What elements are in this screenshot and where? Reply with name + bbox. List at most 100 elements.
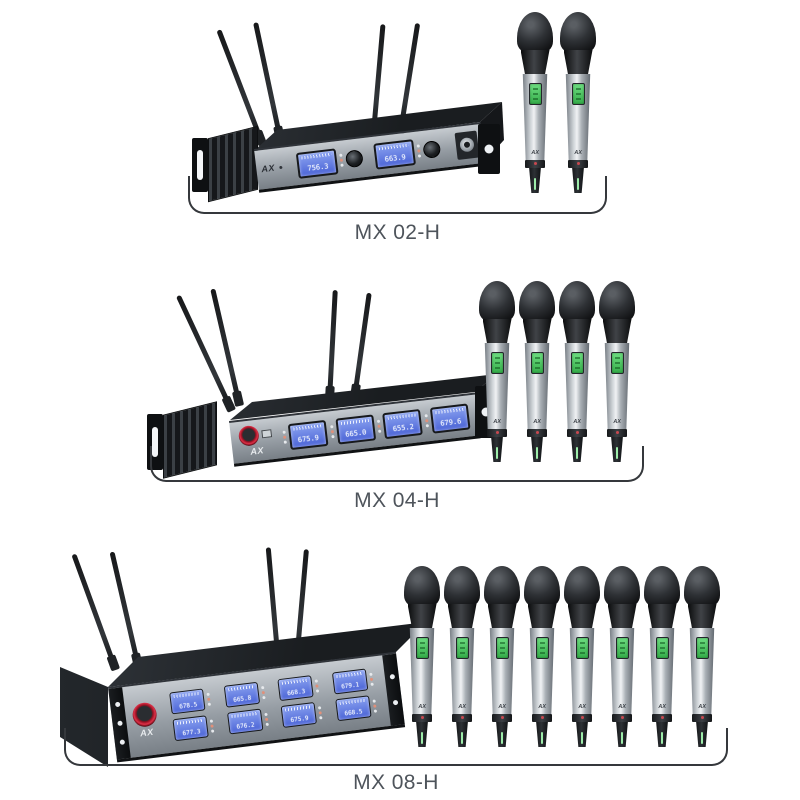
brand-logo: AX xyxy=(531,150,539,156)
mic-foam-head xyxy=(604,566,640,608)
brand-logo: AX xyxy=(533,419,541,425)
mic-foam-head xyxy=(564,566,600,608)
mount-hole xyxy=(389,674,395,680)
mic-body: AX xyxy=(409,628,435,714)
mic-foam-head xyxy=(559,281,595,323)
mic-base-ring xyxy=(612,714,632,722)
rack-ear-right xyxy=(478,124,500,174)
wireless-handheld-microphone: AX xyxy=(523,566,561,752)
wireless-handheld-microphone: AX xyxy=(683,566,721,752)
mic-foam-head xyxy=(599,281,635,323)
mic-collar xyxy=(407,604,437,629)
mic-lcd-screen xyxy=(528,83,542,105)
mic-lcd-screen xyxy=(655,637,669,659)
mic-tail-led xyxy=(571,437,583,462)
led-dot xyxy=(318,705,322,710)
antenna xyxy=(71,553,118,670)
channel-lcd-screen: 679.1 xyxy=(331,668,368,695)
mic-body: AX xyxy=(489,628,515,714)
wireless-handheld-microphone: AX xyxy=(603,566,641,752)
mic-foam-head xyxy=(524,566,560,608)
mic-tail-led xyxy=(496,722,508,747)
lcd-tick-marks xyxy=(335,671,362,679)
mic-body: AX xyxy=(449,628,475,714)
mic-collar xyxy=(562,319,592,344)
led-dot xyxy=(262,695,266,699)
mic-tail-led xyxy=(576,722,588,747)
channel-lcd-screen: 675.9 xyxy=(280,701,318,728)
mic-tail-led xyxy=(529,168,541,193)
frequency-readout: 678.5 xyxy=(178,701,198,711)
wireless-handheld-microphone: AX xyxy=(558,281,596,467)
channel-led-column xyxy=(260,685,266,699)
mic-body: AX xyxy=(689,628,715,714)
mic-tail-led xyxy=(456,722,468,747)
wireless-handheld-microphone: AX xyxy=(598,281,636,467)
led-dot xyxy=(210,723,215,728)
group-bracket xyxy=(188,176,607,214)
led-dot xyxy=(373,708,377,713)
mount-hole xyxy=(116,720,123,727)
mic-base-ring xyxy=(572,714,592,722)
mic-tail-led xyxy=(616,722,628,747)
mic-collar xyxy=(567,604,597,629)
receiver-channel-module: 668.5 xyxy=(334,695,377,722)
frequency-readout: 679.1 xyxy=(340,681,360,691)
mic-body: AX xyxy=(484,343,510,429)
group-bracket xyxy=(150,446,644,482)
led-dot xyxy=(315,688,320,693)
channel-led-column xyxy=(368,672,374,686)
mic-collar xyxy=(647,604,677,629)
led-dot xyxy=(261,690,265,694)
frequency-readout: 675.9 xyxy=(290,714,309,724)
led-dot xyxy=(206,692,211,696)
led-dot xyxy=(314,678,319,683)
mic-lcd-screen xyxy=(575,637,589,659)
led-dot xyxy=(265,722,269,726)
product-model-label: MX 04-H xyxy=(354,489,440,512)
mic-foam-head xyxy=(560,12,596,54)
mic-collar xyxy=(522,319,552,344)
mic-collar xyxy=(520,50,550,75)
group-bracket xyxy=(64,728,728,766)
mic-lcd-screen xyxy=(490,352,504,374)
mic-lcd-screen xyxy=(615,637,629,659)
mic-collar xyxy=(563,50,593,75)
mount-hole xyxy=(392,699,398,706)
brand-logo: AX xyxy=(493,419,501,425)
mic-body: AX xyxy=(565,74,591,160)
lcd-tick-marks xyxy=(231,712,258,719)
antenna xyxy=(109,551,141,668)
brand-logo: AX xyxy=(658,704,666,710)
frequency-readout: 668.5 xyxy=(344,708,363,718)
mic-lcd-screen xyxy=(530,352,544,374)
mic-body: AX xyxy=(609,628,635,714)
wireless-handheld-microphone: AX xyxy=(563,566,601,752)
brand-logo: AX xyxy=(613,419,621,425)
channel-lcd-screen: 668.5 xyxy=(334,695,372,722)
mic-tail-led xyxy=(656,722,668,747)
mic-foam-head xyxy=(479,281,515,323)
mic-lcd-screen xyxy=(570,352,584,374)
led-dot xyxy=(369,677,373,681)
mic-lcd-screen xyxy=(610,352,624,374)
mic-body: AX xyxy=(524,343,550,429)
product-model-label: MX 02-H xyxy=(354,221,441,244)
brand-logo: AX xyxy=(538,704,546,710)
channel-led-column xyxy=(314,678,320,693)
mic-foam-head xyxy=(404,566,440,608)
led-dot xyxy=(368,672,373,676)
mic-foam-head xyxy=(644,566,680,608)
brand-logo: AX xyxy=(498,704,506,710)
mic-tail-led xyxy=(572,168,584,193)
led-dot xyxy=(264,712,268,716)
led-dot xyxy=(208,702,212,706)
channel-led-column xyxy=(318,705,323,719)
brand-logo: AX xyxy=(573,419,581,425)
mic-base-ring xyxy=(567,429,587,437)
mic-base-ring xyxy=(525,160,545,168)
mic-collar xyxy=(447,604,477,629)
mic-lcd-screen xyxy=(415,637,429,659)
